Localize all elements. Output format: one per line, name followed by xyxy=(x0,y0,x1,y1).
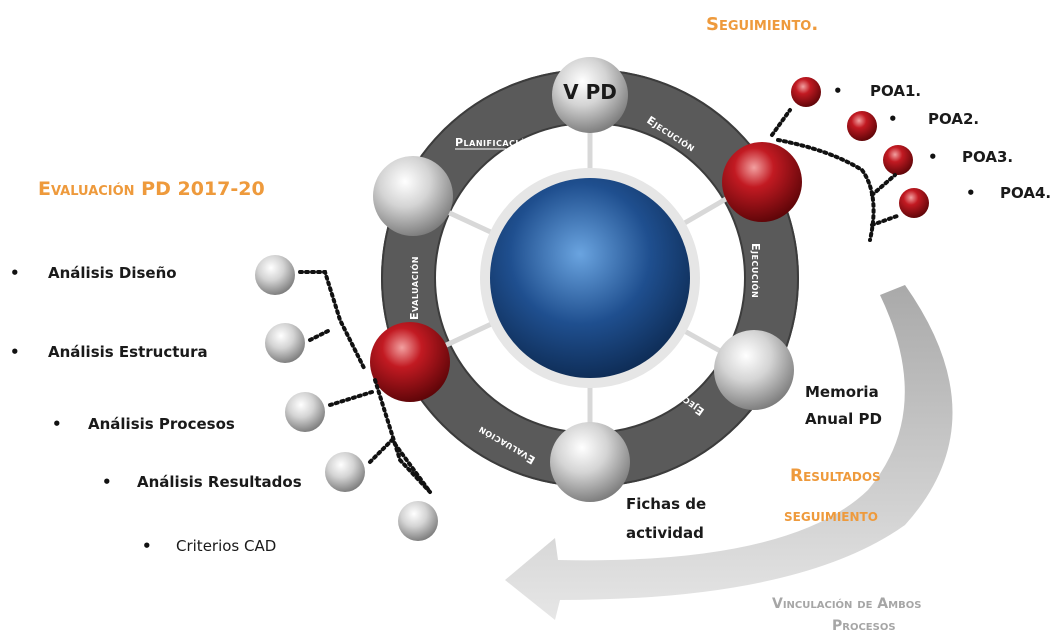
fichas-line-1: Fichas de xyxy=(626,495,707,513)
memoria-line-2: Anual PD xyxy=(805,410,882,428)
analysis-bullet-5: • xyxy=(142,537,152,555)
poa1-node xyxy=(791,77,821,107)
poa4-node xyxy=(899,188,929,218)
analysis-bullet-2: • xyxy=(10,343,20,361)
node-memoria xyxy=(714,330,794,410)
heading-seguimiento: Seguimiento. xyxy=(706,14,819,35)
node-ejecucion-red xyxy=(722,142,802,222)
analysis-item-4: Análisis Resultados xyxy=(137,473,302,491)
node-evaluacion-red xyxy=(370,322,450,402)
analysis-connectors xyxy=(298,270,432,494)
poa2-bullet: • xyxy=(888,110,898,128)
poa3-bullet: • xyxy=(928,148,938,166)
analysis-item-2: Análisis Estructura xyxy=(48,343,208,361)
poa4-bullet: • xyxy=(966,184,976,202)
analysis-bullet-4: • xyxy=(102,473,112,491)
heading-evaluacion: Evaluación PD 2017-20 xyxy=(38,178,265,200)
poa-connectors xyxy=(770,108,902,242)
poa2-node xyxy=(847,111,877,141)
node-planning-silver xyxy=(373,156,453,236)
ring-label-ejecucion-right: Ejecución xyxy=(749,243,762,298)
center-blue-sphere xyxy=(490,178,690,378)
resultados-line-2: seguimiento xyxy=(784,506,878,526)
cycle-arrow xyxy=(505,285,953,620)
analysis-node-2 xyxy=(265,323,305,363)
analysis-item-1: Análisis Diseño xyxy=(48,264,177,282)
analysis-bullet-1: • xyxy=(10,264,20,282)
poa3-label: POA3. xyxy=(962,148,1014,166)
poa1-bullet: • xyxy=(833,82,843,100)
ring-label-planificacion: Planificación xyxy=(455,136,533,149)
analysis-bullet-3: • xyxy=(52,415,62,433)
analysis-node-4 xyxy=(325,452,365,492)
node-fichas xyxy=(550,422,630,502)
memoria-line-1: Memoria xyxy=(805,383,879,401)
analysis-node-3 xyxy=(285,392,325,432)
analysis-item-3: Análisis Procesos xyxy=(88,415,235,433)
node-vpd xyxy=(552,57,628,133)
poa2-label: POA2. xyxy=(928,110,980,128)
node-vpd-label: V PD xyxy=(563,80,617,104)
poa1-label: POA1. xyxy=(870,82,922,100)
analysis-node-5 xyxy=(398,501,438,541)
analysis-item-5: Criterios CAD xyxy=(176,537,277,555)
poa3-node xyxy=(883,145,913,175)
ring-label-evaluacion-left: Evaluación xyxy=(408,256,421,320)
vinculacion-line-1: Vinculación de Ambos xyxy=(772,596,922,612)
resultados-line-1: Resultados xyxy=(790,466,881,486)
vinculacion-line-2: Procesos xyxy=(832,618,896,634)
analysis-node-1 xyxy=(255,255,295,295)
poa4-label: POA4. xyxy=(1000,184,1052,202)
fichas-line-2: actividad xyxy=(626,524,704,542)
